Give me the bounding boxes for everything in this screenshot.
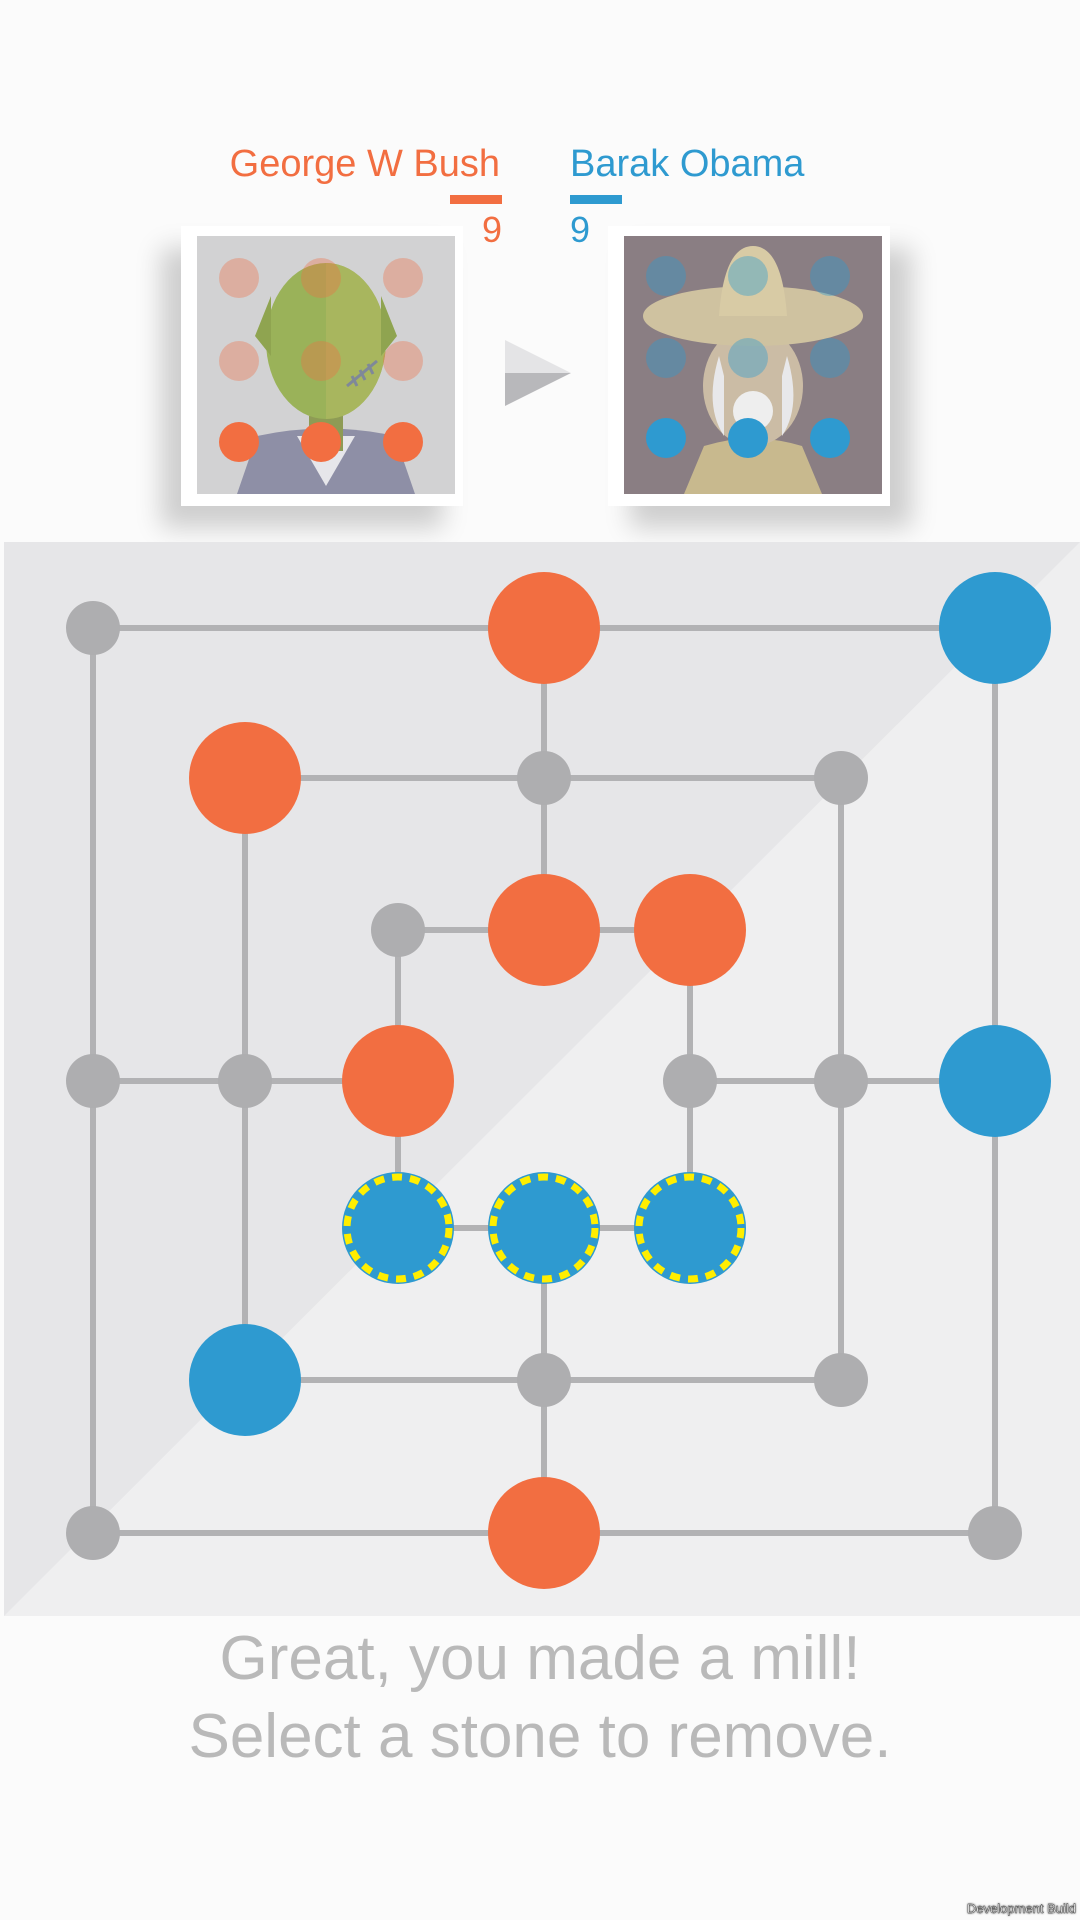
player-2-color-bar bbox=[570, 195, 622, 204]
player-1-card[interactable] bbox=[181, 226, 463, 506]
sombrero-man-avatar-icon bbox=[624, 236, 882, 494]
status-message-line-2: Select a stone to remove. bbox=[188, 1702, 892, 1771]
blue-stone-middle-bottom-left[interactable] bbox=[189, 1324, 301, 1436]
board-point-middle-top-right[interactable] bbox=[814, 751, 868, 805]
player-2-score: 9 bbox=[570, 209, 591, 250]
blue-stone-outer-middle-right[interactable] bbox=[939, 1025, 1051, 1137]
board-point-outer-top-left[interactable] bbox=[66, 601, 120, 655]
mill-highlight-ring bbox=[635, 1173, 745, 1283]
mill-highlight-ring bbox=[343, 1173, 453, 1283]
board-point-inner-middle-right[interactable] bbox=[663, 1054, 717, 1108]
orange-stone-outer-bottom-middle[interactable] bbox=[488, 1477, 600, 1589]
board-point-middle-bottom-middle[interactable] bbox=[517, 1353, 571, 1407]
board-point-middle-top-middle[interactable] bbox=[517, 751, 571, 805]
player-1-name: George W Bush bbox=[229, 143, 500, 185]
board-point-middle-middle-left[interactable] bbox=[218, 1054, 272, 1108]
orange-stone-inner-top-middle[interactable] bbox=[488, 874, 600, 986]
board-point-outer-bottom-right[interactable] bbox=[968, 1506, 1022, 1560]
orange-stone-outer-top-middle[interactable] bbox=[488, 572, 600, 684]
game-board bbox=[4, 542, 1080, 1616]
play-arrow-icon bbox=[505, 340, 571, 406]
player-1-score: 9 bbox=[482, 209, 503, 250]
orange-stone-inner-middle-left[interactable] bbox=[342, 1025, 454, 1137]
player-2-card[interactable] bbox=[608, 226, 890, 506]
orange-stone-middle-top-left[interactable] bbox=[189, 722, 301, 834]
board-point-middle-middle-right[interactable] bbox=[814, 1054, 868, 1108]
board-point-outer-middle-left[interactable] bbox=[66, 1054, 120, 1108]
blue-stone-inner-bottom-left[interactable] bbox=[342, 1172, 454, 1284]
dev-build-label: Development Build bbox=[966, 1901, 1077, 1916]
board-point-outer-bottom-left[interactable] bbox=[66, 1506, 120, 1560]
blue-stone-inner-bottom-right[interactable] bbox=[634, 1172, 746, 1284]
board-point-inner-top-left[interactable] bbox=[371, 903, 425, 957]
mill-highlight-ring bbox=[489, 1173, 599, 1283]
board-point-middle-bottom-right[interactable] bbox=[814, 1353, 868, 1407]
blue-stone-inner-bottom-middle[interactable] bbox=[488, 1172, 600, 1284]
zombie-avatar-icon bbox=[197, 236, 455, 494]
player-1-color-bar bbox=[450, 195, 502, 204]
board-stones bbox=[189, 572, 1051, 1589]
player-2-name: Barak Obama bbox=[570, 143, 805, 185]
status-message-line-1: Great, you made a mill! bbox=[219, 1624, 861, 1693]
orange-stone-inner-top-right[interactable] bbox=[634, 874, 746, 986]
blue-stone-outer-top-right[interactable] bbox=[939, 572, 1051, 684]
